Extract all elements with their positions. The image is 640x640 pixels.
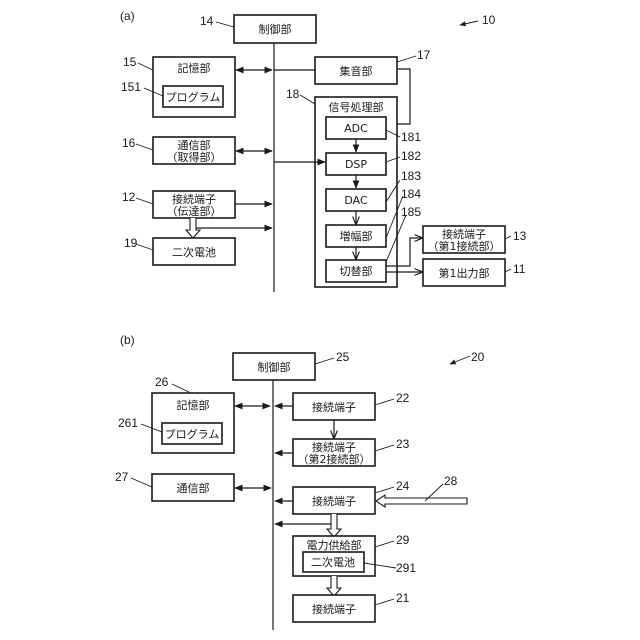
ref-184: 184 <box>401 187 421 201</box>
memory-block-b: 記憶部 プログラム 26 261 <box>118 375 234 453</box>
power-supply-label: 電力供給部 <box>307 538 362 552</box>
ref-261: 261 <box>118 416 138 430</box>
ref-22: 22 <box>396 391 410 405</box>
power-supply-block: 電力供給部 二次電池 29 291 <box>293 533 416 576</box>
panel-a: (a) 10 制御部 14 記憶部 プログラム 15 151 <box>120 9 527 292</box>
connector-label-line2: （伝達部） <box>167 204 222 218</box>
ref-18: 18 <box>286 87 300 101</box>
ref-26: 26 <box>155 375 169 389</box>
amplifier-label: 増幅部 <box>340 229 373 243</box>
ref-12: 12 <box>122 190 136 204</box>
cable-28: 28 <box>376 474 467 507</box>
adc-label: ADC <box>344 122 368 135</box>
ref-23: 23 <box>396 437 410 451</box>
ref-15: 15 <box>123 55 137 69</box>
ref-19: 19 <box>124 236 138 250</box>
power-arrow-supply-conn21 <box>327 576 341 596</box>
signal-label: 信号処理部 <box>329 100 384 114</box>
ref-17: 17 <box>417 48 431 62</box>
sound-collector-block: 集音部 17 <box>315 48 431 84</box>
ref-24: 24 <box>396 479 410 493</box>
ref-10: 10 <box>482 13 496 27</box>
ref-16: 16 <box>122 136 136 150</box>
comm-label-b: 通信部 <box>177 481 210 495</box>
switch-label: 切替部 <box>340 264 373 278</box>
panel-a-label: (a) <box>120 9 135 23</box>
connector-21-block: 接続端子 21 <box>293 591 410 622</box>
first-connector-line2: （第1接続部） <box>428 239 501 253</box>
control-block-b: 制御部 25 <box>233 350 350 380</box>
ref-14: 14 <box>200 14 214 28</box>
panel-b-label: (b) <box>120 333 135 347</box>
memory-label-b: 記憶部 <box>177 398 210 412</box>
memory-label: 記憶部 <box>178 61 211 75</box>
ref-21: 21 <box>396 591 410 605</box>
ref-181: 181 <box>401 130 421 144</box>
connector-21-label: 接続端子 <box>312 602 356 616</box>
battery-label-b: 二次電池 <box>311 555 355 569</box>
ref-185: 185 <box>401 205 421 219</box>
ref-20: 20 <box>471 350 485 364</box>
sound-label: 集音部 <box>340 64 373 78</box>
connector-24-block: 接続端子 24 <box>293 479 410 514</box>
connector-22-block: 接続端子 22 <box>293 391 410 420</box>
first-connector-block: 接続端子 （第1接続部） 13 <box>423 226 527 253</box>
control-block-a: 制御部 14 <box>200 14 316 43</box>
control-label-b: 制御部 <box>258 360 291 374</box>
dac-label: DAC <box>344 194 368 207</box>
power-arrow-conn24-supply <box>327 514 341 537</box>
program-label: プログラム <box>166 90 221 104</box>
ref-151: 151 <box>121 80 141 94</box>
connector-block-a: 接続端子 （伝達部） 12 <box>122 190 235 218</box>
ref-183: 183 <box>401 169 421 183</box>
connector-23-line1: 接続端子 <box>312 440 356 454</box>
first-output-label: 第1出力部 <box>439 266 490 280</box>
ref-27: 27 <box>115 470 129 484</box>
connector-24-label: 接続端子 <box>312 494 356 508</box>
first-connector-line1: 接続端子 <box>442 227 486 241</box>
connector-23-line2: （第2接続部） <box>298 452 371 466</box>
ref-arrow-20: 20 <box>450 350 485 364</box>
ref-11: 11 <box>513 262 526 276</box>
comm-block-b: 通信部 27 <box>115 470 234 501</box>
dsp-label: DSP <box>345 158 367 171</box>
ref-182: 182 <box>401 149 421 163</box>
first-output-block: 第1出力部 11 <box>423 259 526 286</box>
signal-processor-block: 信号処理部 18 ADC 181 DSP 182 DAC 183 増幅部 184 <box>286 87 421 287</box>
ref-25: 25 <box>336 350 350 364</box>
connector-label-line1: 接続端子 <box>172 192 216 206</box>
program-label-b: プログラム <box>165 427 220 441</box>
panel-b: (b) 20 制御部 25 記憶部 プログラム 26 261 接 <box>115 333 485 630</box>
connector-23-block: 接続端子 （第2接続部） 23 <box>293 437 410 466</box>
ref-13: 13 <box>513 229 527 243</box>
battery-label: 二次電池 <box>172 245 216 259</box>
ref-arrow-10: 10 <box>460 13 496 27</box>
ref-28: 28 <box>444 474 458 488</box>
ref-291: 291 <box>396 561 416 575</box>
control-label: 制御部 <box>259 22 292 36</box>
battery-block-a: 二次電池 19 <box>124 236 235 265</box>
connector-22-label: 接続端子 <box>312 400 356 414</box>
ref-29: 29 <box>396 533 410 547</box>
memory-block-a: 記憶部 プログラム 15 151 <box>121 55 235 117</box>
comm-label-line1: 通信部 <box>178 138 211 152</box>
comm-label-line2: （取得部） <box>167 150 222 164</box>
comm-block-a: 通信部 （取得部） 16 <box>122 136 235 164</box>
